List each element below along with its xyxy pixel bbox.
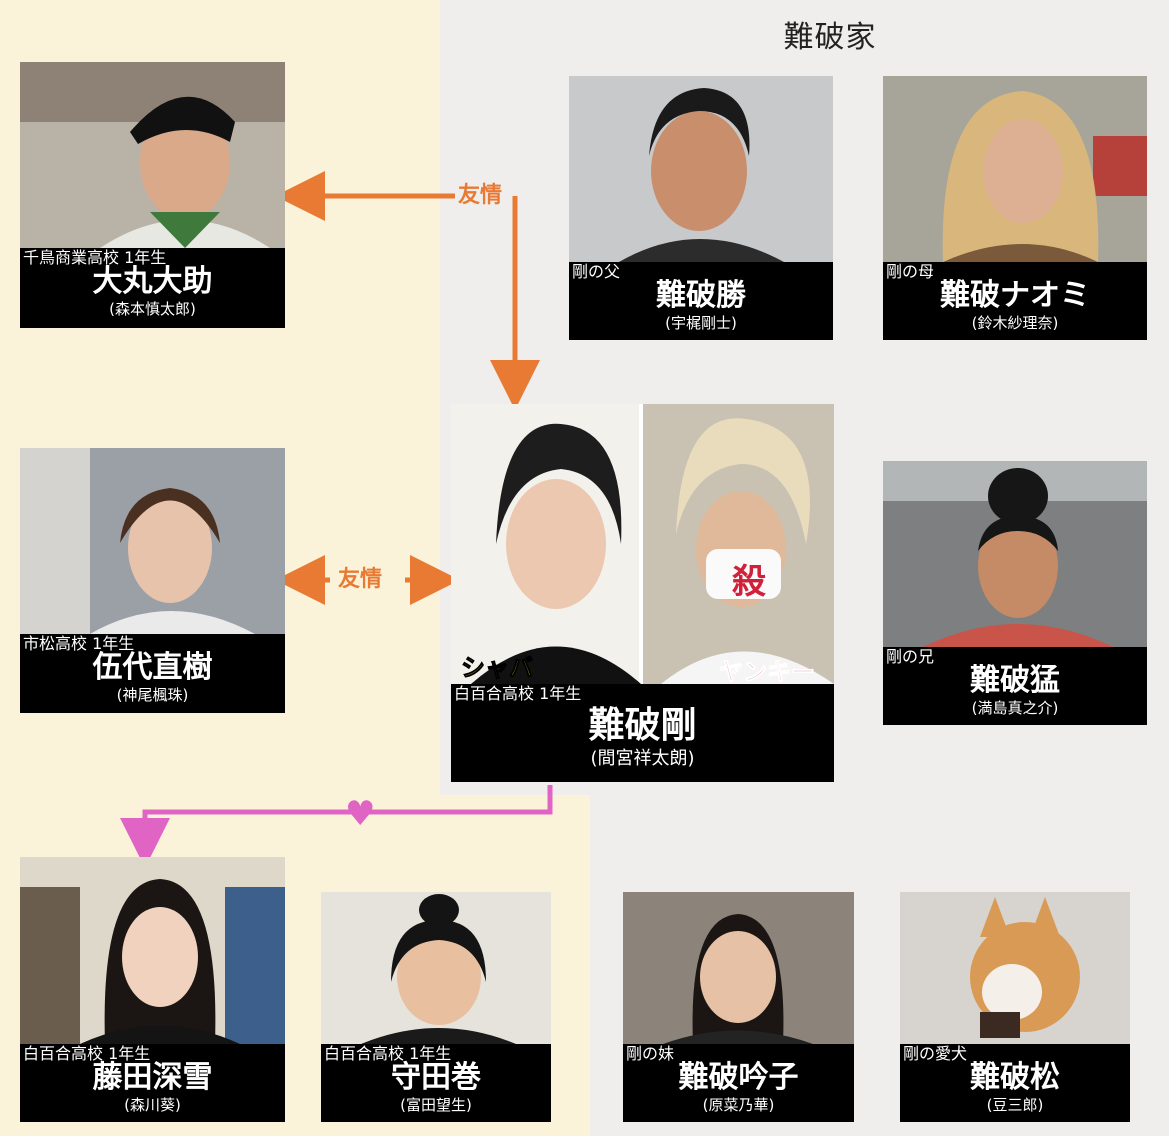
name-daimaru: 大丸大助	[92, 264, 213, 299]
name-sister: 難破吟子	[678, 1060, 799, 1095]
character-card-fujita: 白百合高校 1年生 藤田深雪 (森川葵)	[20, 857, 285, 1122]
photo-father	[569, 76, 833, 262]
photo-fujita	[20, 857, 285, 1044]
name-dog: 難破松	[970, 1060, 1060, 1095]
actor-sister: (原菜乃華)	[702, 1096, 775, 1114]
character-card-brother: 剛の兄 難破猛 (満島真之介)	[883, 461, 1147, 725]
character-card-mother: 剛の母 難破ナオミ (鈴木紗理奈)	[883, 76, 1147, 340]
character-card-sister: 剛の妹 難破吟子 (原菜乃華)	[623, 892, 854, 1122]
actor-godai: (神尾楓珠)	[116, 686, 189, 704]
friendship-label-daimaru: 友情	[458, 183, 503, 208]
actor-father: (宇梶剛士)	[665, 314, 737, 332]
actor-dog: (豆三郎)	[986, 1096, 1044, 1114]
photo-dog	[900, 892, 1130, 1044]
name-mother: 難破ナオミ	[940, 278, 1090, 313]
mask-character: 殺	[732, 562, 766, 602]
role-daimaru: 千鳥商業高校 1年生	[23, 248, 167, 267]
role-fujita: 白百合高校 1年生	[23, 1044, 151, 1063]
role-dog: 剛の愛犬	[903, 1044, 968, 1063]
love-heart-icon: ♥	[345, 794, 376, 834]
tag-shaba: シャバ	[461, 654, 534, 683]
role-tsuyoshi: 白百合高校 1年生	[454, 684, 582, 703]
tag-yankee: ヤンキー	[719, 658, 816, 687]
actor-daimaru: (森本慎太郎)	[109, 300, 196, 318]
photo-daimaru	[20, 62, 285, 248]
family-title: 難破家	[783, 20, 877, 55]
character-card-godai: 市松高校 1年生 伍代直樹 (神尾楓珠)	[20, 448, 285, 713]
role-godai: 市松高校 1年生	[23, 634, 135, 653]
name-godai: 伍代直樹	[92, 650, 213, 685]
name-brother: 難破猛	[970, 663, 1060, 698]
character-card-morita: 白百合高校 1年生 守田巻 (富田望生)	[321, 892, 551, 1122]
role-mother: 剛の母	[886, 262, 935, 281]
name-fujita: 藤田深雪	[92, 1060, 213, 1095]
role-brother: 剛の兄	[886, 647, 935, 666]
love-arrow-fujita	[120, 785, 553, 868]
character-card-tsuyoshi: シャバ ヤンキー 殺 白百合高校 1年生 難破剛 (間宮祥太朗)	[451, 404, 834, 782]
actor-mother: (鈴木紗理奈)	[971, 314, 1059, 332]
friendship-label-godai: 友情	[338, 567, 383, 592]
role-morita: 白百合高校 1年生	[324, 1044, 452, 1063]
actor-fujita: (森川葵)	[124, 1096, 181, 1114]
photo-mother	[883, 76, 1147, 262]
photo-tsuyoshi	[451, 404, 834, 684]
photo-morita	[321, 892, 551, 1044]
actor-tsuyoshi: (間宮祥太朗)	[590, 748, 695, 769]
photo-sister	[623, 892, 854, 1044]
actor-morita: (富田望生)	[400, 1096, 472, 1114]
role-father: 剛の父	[572, 262, 621, 281]
name-father: 難破勝	[656, 278, 746, 313]
actor-brother: (満島真之介)	[971, 699, 1059, 717]
character-card-daimaru: 千鳥商業高校 1年生 大丸大助 (森本慎太郎)	[20, 62, 285, 328]
name-morita: 守田巻	[391, 1060, 481, 1095]
photo-brother	[883, 461, 1147, 647]
role-sister: 剛の妹	[626, 1044, 675, 1063]
photo-godai	[20, 448, 285, 634]
character-card-dog: 剛の愛犬 難破松 (豆三郎)	[900, 892, 1130, 1122]
character-card-father: 剛の父 難破勝 (宇梶剛士)	[569, 76, 833, 340]
name-tsuyoshi: 難破剛	[588, 705, 697, 746]
